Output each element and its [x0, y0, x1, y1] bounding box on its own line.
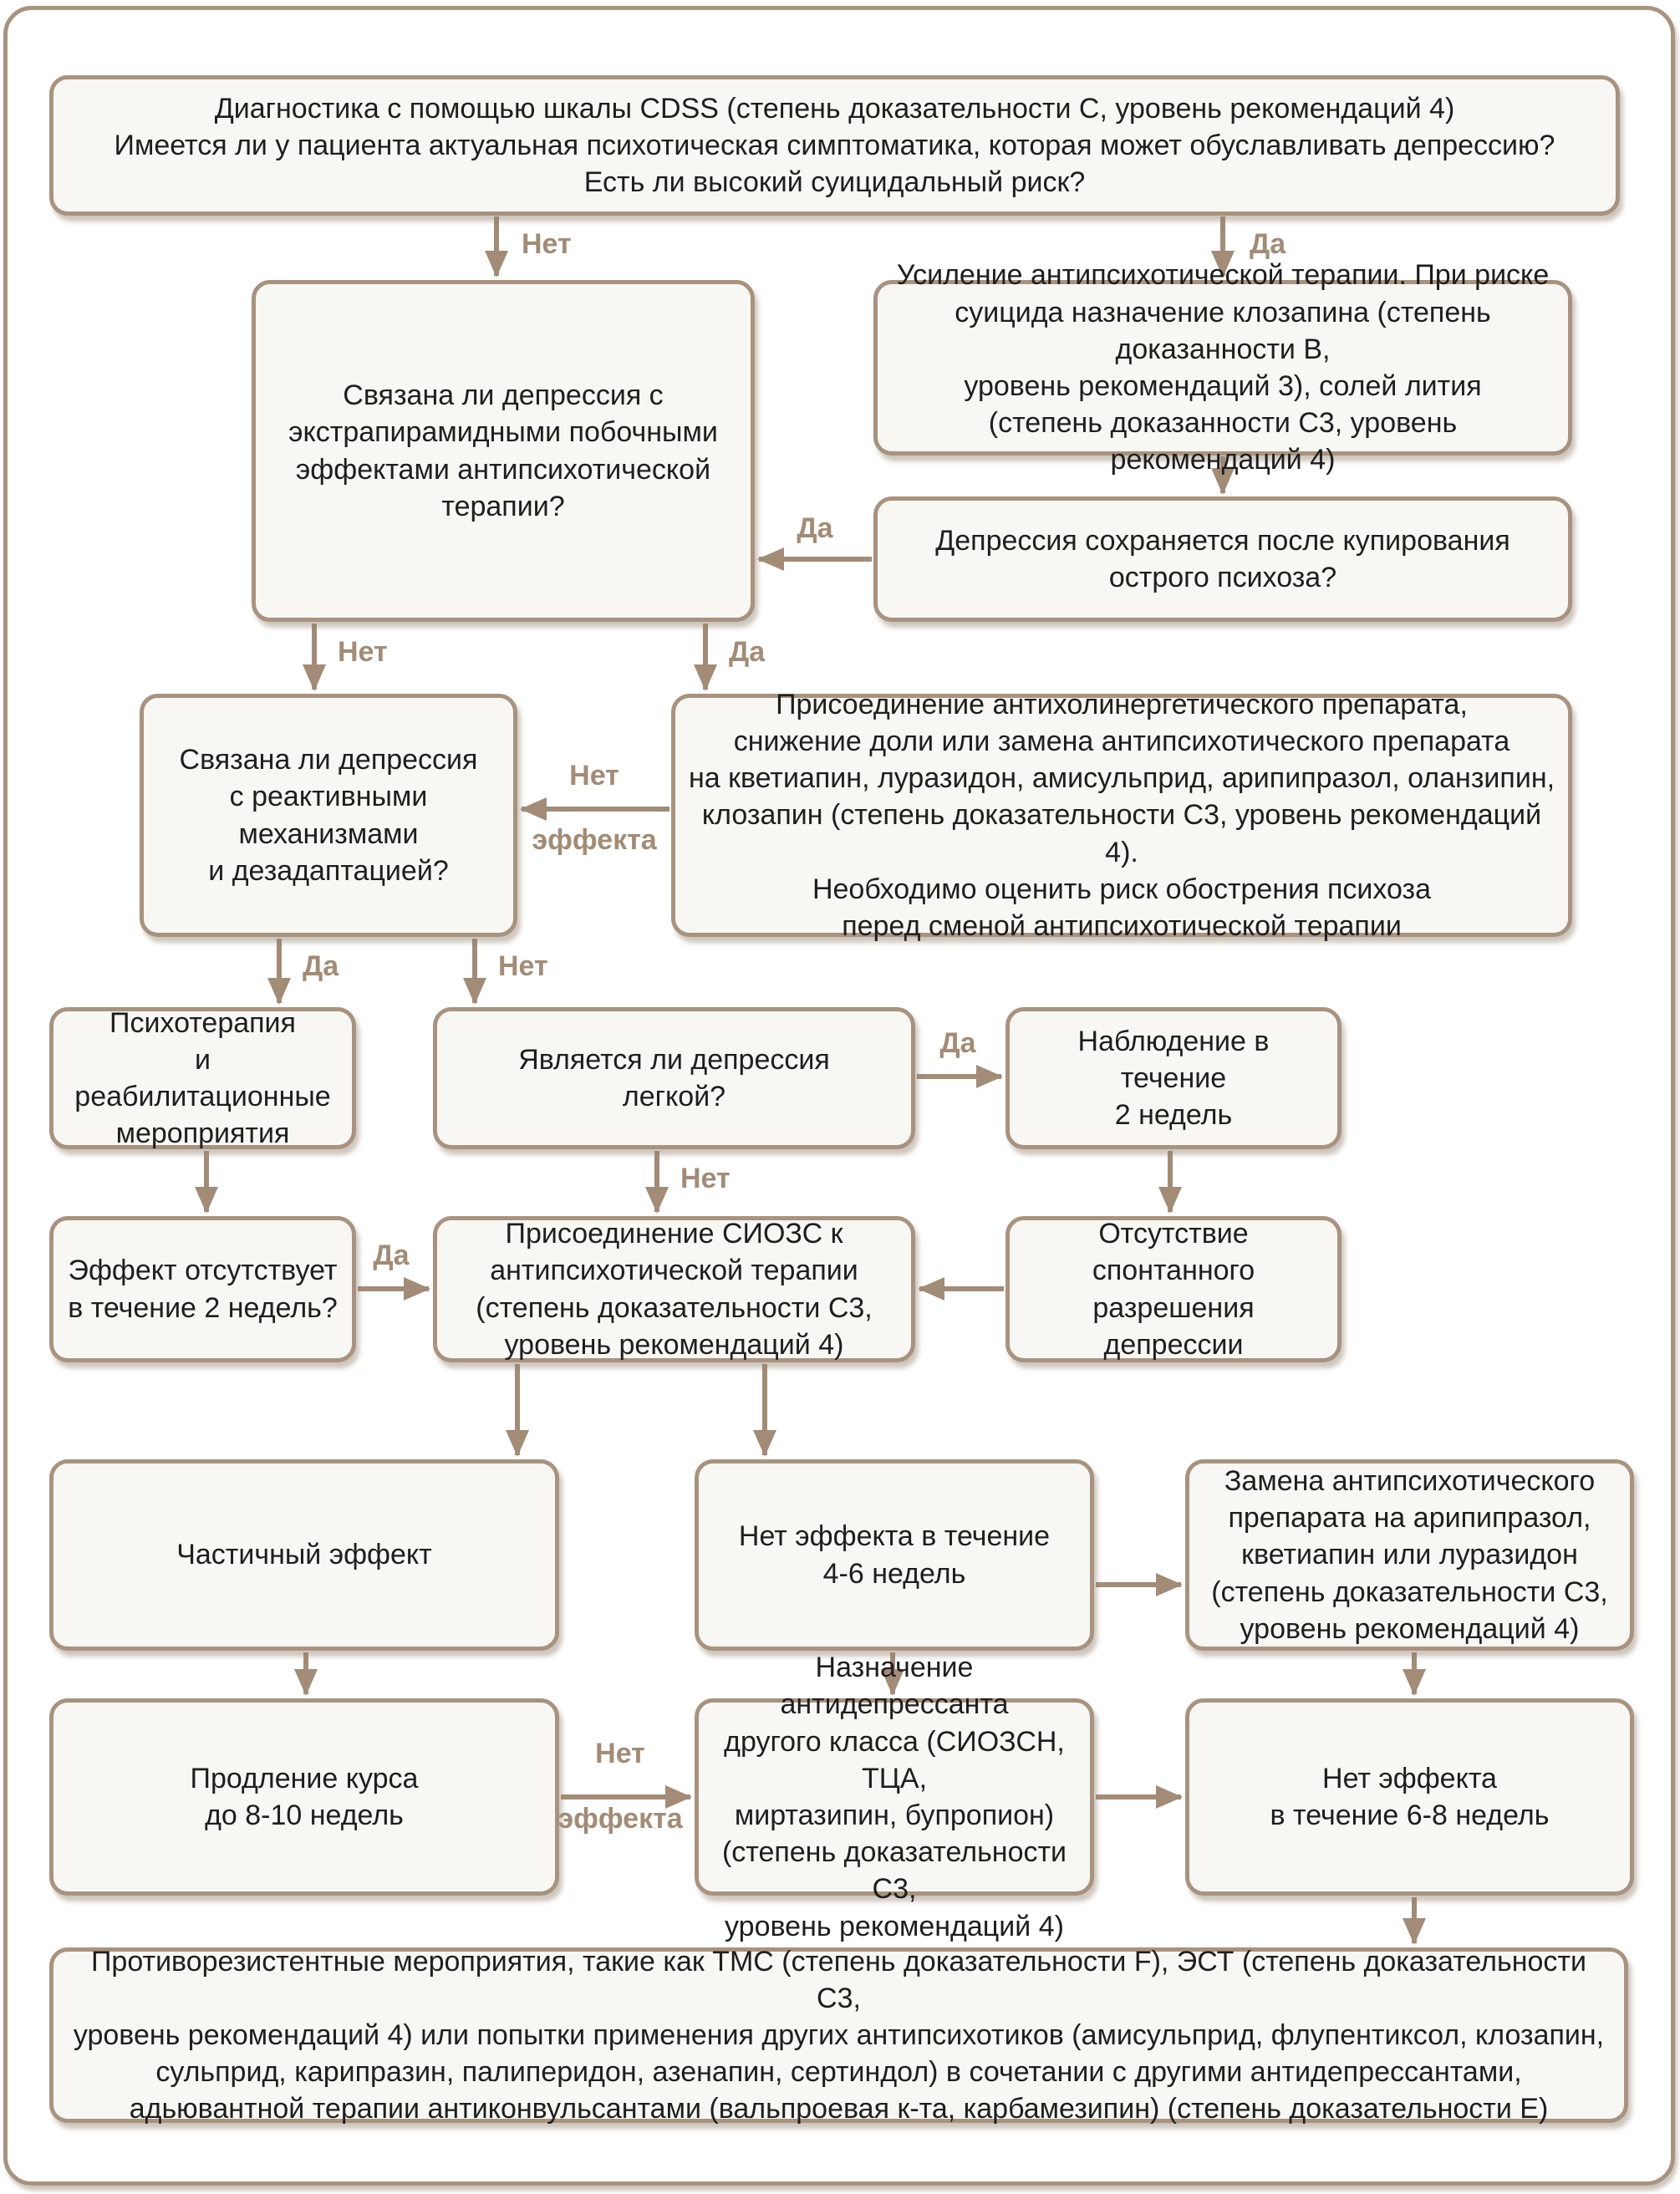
edge-label-no: Нет [498, 950, 548, 982]
node-mild-depression-question: Является ли депрессия легкой? [433, 1007, 915, 1149]
edge-label-yes: Да [797, 512, 833, 544]
node-extend-course: Продление курса до 8-10 недель [49, 1698, 559, 1896]
node-cdss-diagnostics: Диагностика с помощью шкалы CDSS (степен… [49, 75, 1620, 216]
node-antipsychotic-augmentation: Усиление антипсихотической терапии. При … [873, 259, 1572, 476]
node-psychotherapy: Психотерапия и реабилитационные мероприя… [49, 1007, 356, 1149]
edge-label-yes: Да [729, 636, 766, 668]
node-partial-effect: Частичный эффект [49, 1459, 559, 1651]
edge-label-yes: Да [373, 1240, 410, 1271]
node-ssri-addition: Присоединение СИОЗС к антипсихотической … [433, 1216, 915, 1362]
edge-label-yes: Да [939, 1027, 976, 1059]
node-other-class-antidepressant: Назначение антидепрессанта другого класс… [695, 1652, 1094, 1942]
node-no-effect-6-8-weeks: Нет эффекта в течение 6-8 недель [1185, 1698, 1634, 1896]
edge-label-no: Нет [338, 636, 388, 668]
node-switch-antipsychotic: Замена антипсихотического препарата на а… [1185, 1459, 1634, 1651]
node-no-effect-2-weeks: Эффект отсутствует в течение 2 недель? [49, 1216, 356, 1362]
edge-label-no: Нет [680, 1163, 731, 1194]
edge-label-no: Нет [569, 760, 619, 792]
edge-label-yes: Да [303, 950, 339, 982]
edge-label-yes: Да [1250, 228, 1286, 260]
node-no-spontaneous-resolution: Отсутствие спонтанного разрешения депрес… [1005, 1216, 1341, 1362]
node-reactive-question: Связана ли депрессия с реактивными механ… [140, 694, 517, 937]
node-treatment-resistant-measures: Противорезистентные мероприятия, такие к… [49, 1946, 1628, 2125]
edge-label-no: Нет [595, 1738, 645, 1769]
node-depression-persists: Депрессия сохраняется после купирования … [873, 496, 1572, 622]
node-no-effect-4-6-weeks: Нет эффекта в течение 4-6 недель [695, 1459, 1094, 1651]
node-eps-question: Связана ли депрессия с экстрапирамидными… [252, 280, 755, 622]
node-observation-2-weeks: Наблюдение в течение 2 недель [1005, 1007, 1341, 1149]
node-anticholinergic-switch: Присоединение антихолинергетического пре… [671, 689, 1572, 942]
edge-label-no: Нет [522, 228, 572, 260]
edge-label-effect: эффекта [557, 1803, 683, 1835]
edge-label-effect: эффекта [532, 824, 657, 856]
